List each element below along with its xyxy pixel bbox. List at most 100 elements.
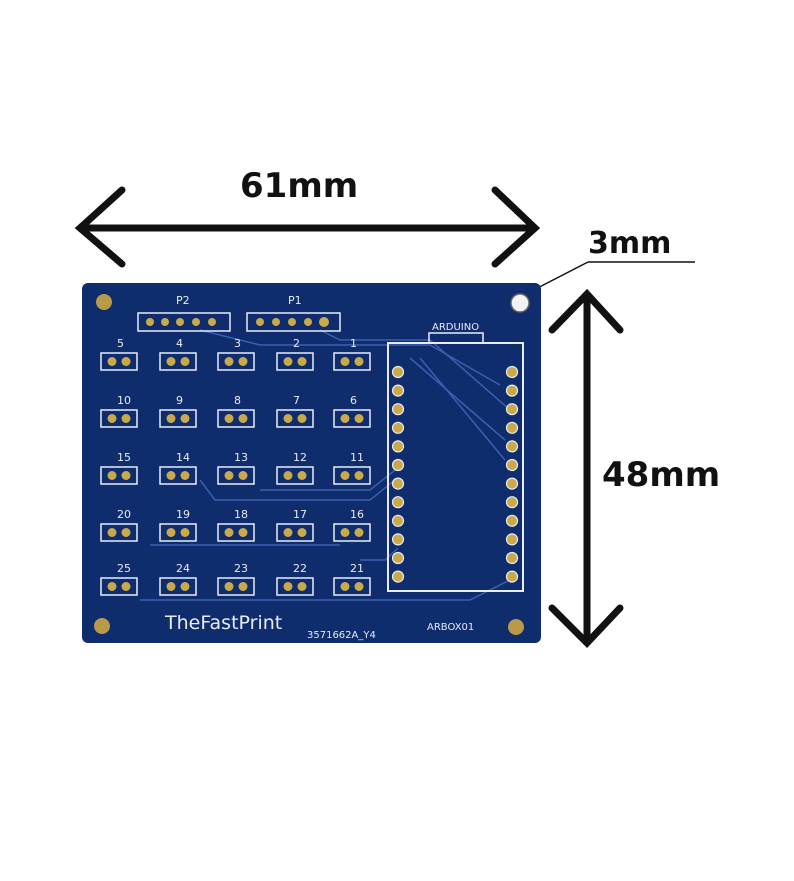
pad-number-label: 1 <box>350 337 357 350</box>
arduino-pin <box>391 477 405 490</box>
pad-pair <box>333 577 371 596</box>
header-p2-pins <box>146 318 216 326</box>
arduino-pin <box>505 477 519 490</box>
pad-number-label: 6 <box>350 394 357 407</box>
pad-pair <box>333 409 371 428</box>
pad-number-label: 13 <box>234 451 248 464</box>
arduino-pins <box>391 365 519 583</box>
pad-number-label: 14 <box>176 451 190 464</box>
arduino-pin <box>391 514 405 527</box>
pad-number-label: 8 <box>234 394 241 407</box>
arduino-pin <box>505 365 519 379</box>
arduino-pin <box>505 384 519 397</box>
header-p1-label: P1 <box>288 294 302 307</box>
pad-pair <box>276 466 314 485</box>
pad-pair <box>159 577 197 596</box>
header-p2-label: P2 <box>176 294 190 307</box>
arduino-pin <box>505 458 519 472</box>
pad-number-label: 7 <box>293 394 300 407</box>
mounting-hole <box>96 294 112 310</box>
pad-number-label: 3 <box>234 337 241 350</box>
arduino-pin <box>505 570 519 583</box>
pad-number-label: 9 <box>176 394 183 407</box>
mounting-hole <box>94 618 110 634</box>
pad-number-label: 16 <box>350 508 364 521</box>
mounting-hole <box>510 293 530 313</box>
pad-number-label: 22 <box>293 562 307 575</box>
pad-pair <box>100 466 138 485</box>
model-label: ARBOX01 <box>427 622 474 633</box>
width-arrow <box>74 186 541 268</box>
pad-number-label: 15 <box>117 451 131 464</box>
arduino-pin <box>505 551 519 565</box>
pad-pair <box>276 577 314 596</box>
pad-pair <box>217 352 255 371</box>
pad-pair <box>217 466 255 485</box>
pad-pair <box>333 352 371 371</box>
pad-pair <box>100 577 138 596</box>
arduino-pin <box>391 533 405 546</box>
header-p1-pins <box>256 317 329 327</box>
arduino-pin <box>505 533 519 546</box>
pad-number-label: 21 <box>350 562 364 575</box>
height-arrow <box>548 288 624 649</box>
pad-pair <box>159 523 197 542</box>
pad-number-label: 2 <box>293 337 300 350</box>
part-number-label: 3571662A_Y4 <box>307 630 376 641</box>
arduino-pin <box>391 551 405 565</box>
header-p2 <box>137 312 231 332</box>
hole-leader-line <box>519 261 695 298</box>
pad-pair <box>100 409 138 428</box>
pcb-traces <box>140 329 511 601</box>
pad-pair <box>159 352 197 371</box>
pad-number-label: 11 <box>350 451 364 464</box>
header-p1 <box>246 312 341 332</box>
pad-number-label: 12 <box>293 451 307 464</box>
pad-number-label: 24 <box>176 562 190 575</box>
mounting-hole <box>508 619 524 635</box>
pad-number-label: 18 <box>234 508 248 521</box>
pad-number-label: 19 <box>176 508 190 521</box>
pad-number-label: 20 <box>117 508 131 521</box>
pad-number-label: 10 <box>117 394 131 407</box>
pad-number-label: 23 <box>234 562 248 575</box>
arduino-pin <box>391 384 405 397</box>
arduino-pin <box>391 403 405 416</box>
pad-number-label: 5 <box>117 337 124 350</box>
arduino-label: ARDUINO <box>432 322 479 333</box>
pad-number-label: 4 <box>176 337 183 350</box>
pad-pair <box>217 409 255 428</box>
pad-pair <box>100 523 138 542</box>
pad-number-label: 17 <box>293 508 307 521</box>
arduino-pin <box>391 496 405 509</box>
arduino-pin <box>391 440 405 453</box>
arduino-pin <box>391 365 405 379</box>
height-dimension-label: 48mm <box>602 455 721 495</box>
pad-pair <box>217 523 255 542</box>
pad-pair <box>100 352 138 371</box>
arduino-notch <box>428 332 484 344</box>
pad-pair <box>333 466 371 485</box>
arduino-pin <box>505 403 519 416</box>
arduino-pin <box>391 421 405 434</box>
brand-label: TheFastPrint <box>164 612 282 634</box>
arduino-pin <box>505 440 519 453</box>
pad-pair <box>276 352 314 371</box>
arduino-pin <box>505 496 519 509</box>
arduino-pin <box>391 570 405 583</box>
pad-number-label: 25 <box>117 562 131 575</box>
arduino-pin <box>505 421 519 434</box>
pad-pair <box>159 409 197 428</box>
arduino-pin <box>391 458 405 472</box>
width-dimension-label: 61mm <box>240 166 359 206</box>
pad-pair <box>217 577 255 596</box>
hole-dimension-label: 3mm <box>588 226 672 261</box>
arduino-pin <box>505 514 519 527</box>
pad-pair <box>276 523 314 542</box>
pad-pair <box>333 523 371 542</box>
pad-pair <box>276 409 314 428</box>
pad-pair <box>159 466 197 485</box>
